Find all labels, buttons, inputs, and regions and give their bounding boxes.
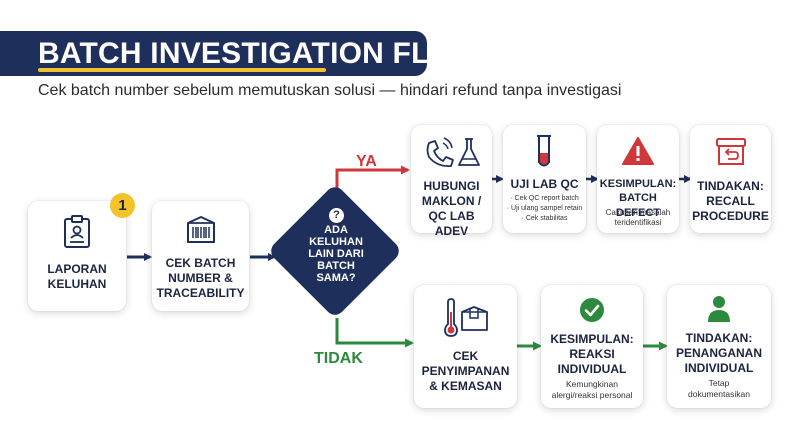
batch-defect-sub2: teridentifikasi bbox=[614, 218, 662, 227]
reaksi-line3: INDIVIDUAL bbox=[557, 362, 627, 376]
cek-penyimpanan-line2: PENYIMPANAN bbox=[421, 364, 510, 378]
reaksi-sub2: alergi/reaksi personal bbox=[551, 390, 633, 400]
arrow-yes-branch bbox=[335, 165, 410, 194]
recall-line3: PROCEDURE bbox=[692, 209, 769, 223]
reaksi-sub1: Kemungkinan bbox=[566, 379, 618, 389]
cek-penyimpanan-line1: CEK bbox=[452, 349, 479, 363]
phone-flask-icon bbox=[426, 137, 480, 167]
penanganan-line3: INDIVIDUAL bbox=[684, 361, 754, 375]
laporan-line1: LAPORAN bbox=[47, 262, 107, 276]
cek-batch-line1: CEK BATCH bbox=[165, 256, 236, 270]
decision-text: ADA KELUHAN LAIN DARI BATCH SAMA? bbox=[293, 224, 379, 284]
reaksi-line1: KESIMPULAN: bbox=[550, 332, 634, 346]
uji-lab-item: · Uji ulang sampel retain bbox=[506, 205, 583, 212]
cek-penyimpanan-card: CEK PENYIMPANAN & KEMASAN bbox=[414, 285, 517, 408]
batch-defect-line2: BATCH DEFECT bbox=[616, 192, 660, 219]
question-icon: ? bbox=[329, 208, 344, 223]
decision-line2: KELUHAN bbox=[309, 236, 363, 248]
uji-lab-card: UJI LAB QC · Cek QC report batch · Uji u… bbox=[503, 125, 586, 233]
page-title: BATCH INVESTIGATION FLOW bbox=[38, 37, 482, 70]
page-subtitle: Cek batch number sebelum memutuskan solu… bbox=[38, 82, 622, 99]
penanganan-individual-card: TINDAKAN: PENANGANAN INDIVIDUAL Tetap do… bbox=[667, 285, 771, 408]
batch-defect-card: KESIMPULAN: BATCH DEFECT Cakupan masalah… bbox=[597, 125, 679, 233]
recall-card: TINDAKAN: RECALL PROCEDURE bbox=[690, 125, 771, 233]
no-label: TIDAK bbox=[314, 350, 363, 367]
clipboard-icon bbox=[64, 215, 90, 248]
recall-box-icon bbox=[716, 138, 746, 165]
check-circle-icon bbox=[580, 298, 604, 322]
arrow-no-branch bbox=[335, 318, 414, 348]
thermometer-box-icon bbox=[444, 298, 488, 337]
decision-line4: BATCH bbox=[317, 260, 355, 272]
penanganan-line1: TINDAKAN: bbox=[685, 331, 753, 345]
warning-icon bbox=[622, 137, 654, 165]
title-underline bbox=[38, 68, 326, 72]
barcode-box-icon bbox=[187, 216, 215, 243]
batch-defect-sub1: Cakupan masalah bbox=[605, 208, 671, 217]
reaksi-individual-card: KESIMPULAN: REAKSI INDIVIDUAL Kemungkina… bbox=[541, 285, 643, 408]
batch-defect-line1: KESIMPULAN: bbox=[599, 178, 677, 190]
uji-lab-title: UJI LAB QC bbox=[510, 177, 579, 191]
cek-penyimpanan-line3: & KEMASAN bbox=[429, 379, 502, 393]
decision-line3: LAIN DARI bbox=[308, 248, 364, 260]
recall-line2: RECALL bbox=[706, 194, 755, 208]
penanganan-line2: PENANGANAN bbox=[675, 346, 762, 360]
penanganan-sub1: Tetap bbox=[708, 378, 730, 388]
penanganan-sub2: dokumentasikan bbox=[688, 389, 750, 399]
hubungi-line2: MAKLON / bbox=[421, 194, 482, 208]
laporan-line2: KELUHAN bbox=[47, 277, 107, 291]
cek-batch-card: CEK BATCH NUMBER & TRACEABILITY bbox=[152, 201, 249, 311]
recall-line1: TINDAKAN: bbox=[697, 179, 764, 193]
laporan-keluhan-card: LAPORAN KELUHAN bbox=[28, 201, 126, 311]
uji-lab-item: · Cek stabilitas bbox=[521, 215, 568, 222]
test-tube-icon bbox=[537, 135, 551, 167]
step-badge: 1 bbox=[110, 193, 135, 218]
cek-batch-line2: NUMBER & bbox=[168, 271, 233, 285]
decision-line5: SAMA? bbox=[316, 272, 356, 284]
user-icon bbox=[708, 296, 730, 322]
hubungi-line1: HUBUNGI bbox=[423, 179, 480, 193]
uji-lab-item: · Cek QC report batch bbox=[510, 195, 579, 202]
reaksi-line2: REAKSI bbox=[569, 347, 615, 361]
hubungi-line3: QC LAB ADEV bbox=[428, 209, 475, 238]
cek-batch-line3: TRACEABILITY bbox=[156, 286, 245, 300]
decision-line1: ADA bbox=[324, 224, 348, 236]
yes-label: YA bbox=[356, 153, 377, 170]
hubungi-card: HUBUNGI MAKLON / QC LAB ADEV bbox=[411, 125, 492, 238]
